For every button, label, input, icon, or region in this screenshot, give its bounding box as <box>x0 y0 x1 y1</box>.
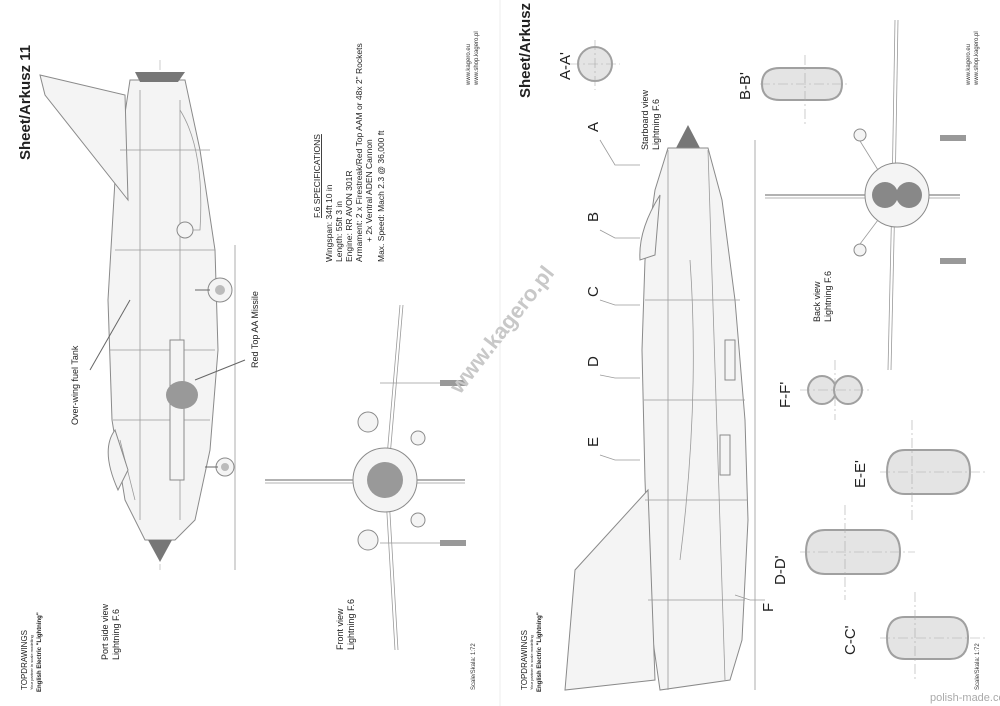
spec-line: Armament: 2 x Firestreak/Red Top AAM or … <box>354 43 364 262</box>
left-logo: TOPDRAWINGS Your partner in scale modell… <box>20 612 43 692</box>
section-e-e <box>880 420 985 520</box>
kagero-watermark: www.kagero.pl <box>444 261 559 399</box>
logo-tagline: Your partner in scale modelling <box>529 635 534 690</box>
spec-line: + 2x Ventral ADEN Cannon <box>364 139 374 242</box>
polish-made-watermark: polish-made.com <box>930 692 1000 704</box>
back-view-label: Back view <box>812 281 822 322</box>
right-scale: Scale/Skala: 1:72 <box>975 643 981 690</box>
front-view-drawing <box>265 304 466 651</box>
port-view-sublabel: Lightning F.6 <box>111 609 121 660</box>
section-b-b <box>760 55 850 125</box>
section-label-b: B-B' <box>737 72 754 100</box>
logo-brand: TOPDRAWINGS <box>520 630 529 690</box>
right-sheet-title: Sheet/Arkusz 12 <box>517 0 534 98</box>
fuel-tank-callout: Over-wing fuel Tank <box>70 345 80 425</box>
section-d-d <box>800 505 915 600</box>
back-view-drawing <box>765 19 966 371</box>
station-c: C <box>585 286 602 297</box>
starboard-view-sublabel: Lightning F.6 <box>651 99 661 150</box>
front-view-sublabel: Lightning F.6 <box>346 599 356 650</box>
missile-callout: Red Top AA Missile <box>250 291 260 368</box>
right-url-2[interactable]: www.shop.kagero.pl <box>974 31 980 86</box>
starboard-view-label: Starboard view <box>640 89 650 150</box>
section-label-f: F-F' <box>777 382 794 408</box>
specifications-block: F.6 SPECIFICATIONS Wingspan: 34ft 10 in … <box>312 43 386 262</box>
station-a: A <box>585 122 602 132</box>
right-logo: TOPDRAWINGS Your partner in scale modell… <box>520 612 543 692</box>
left-scale: Scale/Skala: 1:72 <box>471 643 477 690</box>
station-d: D <box>585 356 602 367</box>
spec-line: Wingspan: 34ft 10 in <box>324 184 334 262</box>
section-c-c <box>880 592 985 680</box>
left-url-2[interactable]: www.shop.kagero.pl <box>474 31 480 86</box>
station-b: B <box>585 212 602 222</box>
left-url-1[interactable]: www.kagero.eu <box>466 44 472 86</box>
spec-line: Engine: RR AVON 301R <box>344 171 354 263</box>
station-f: F <box>760 603 777 612</box>
port-side-view-drawing <box>39 60 246 570</box>
spec-line: Max. Speed: Mach 2.3 @ 36,000 ft <box>376 130 386 262</box>
specs-title: F.6 SPECIFICATIONS <box>312 134 322 218</box>
station-e: E <box>585 437 602 447</box>
back-view-sublabel: Lightning F.6 <box>823 271 833 322</box>
logo-subject: English Electric "Lightning" <box>37 612 43 692</box>
logo-brand: TOPDRAWINGS <box>20 630 29 690</box>
section-label-a: A-A' <box>557 52 574 80</box>
right-url-1[interactable]: www.kagero.eu <box>966 44 972 86</box>
spec-line: Length: 55ft 3 in <box>334 201 344 262</box>
section-label-e: E-E' <box>852 460 869 488</box>
section-label-c: C-C' <box>842 625 859 655</box>
starboard-view-drawing <box>564 125 756 691</box>
section-f-f <box>800 360 870 420</box>
section-label-d: D-D' <box>772 555 789 585</box>
logo-subject: English Electric "Lightning" <box>537 612 543 692</box>
front-view-label: Front view <box>335 608 345 650</box>
left-sheet-title: Sheet/Arkusz 11 <box>17 45 34 160</box>
station-markers: A B C D E F <box>585 122 777 612</box>
logo-tagline: Your partner in scale modelling <box>29 635 34 690</box>
port-view-label: Port side view <box>100 603 110 660</box>
section-a-a <box>570 40 620 90</box>
